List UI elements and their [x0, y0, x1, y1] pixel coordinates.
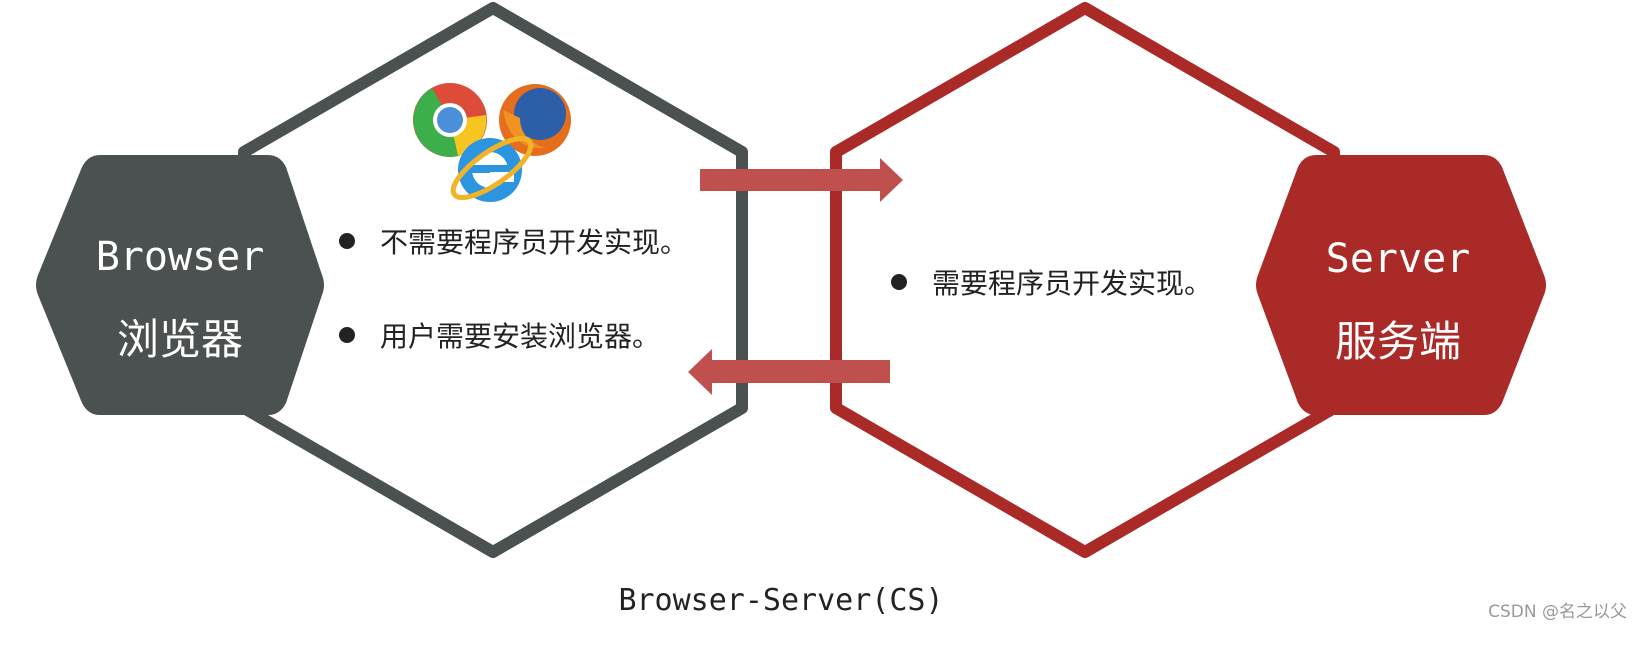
browser-hexagon-outline — [238, 2, 748, 558]
bullet-dot — [339, 233, 355, 249]
response-arrow-icon — [688, 349, 890, 395]
bullet-dot — [891, 274, 907, 290]
browser-label-hexagon — [36, 155, 324, 415]
server-title-cn: 服务端 — [1335, 317, 1461, 366]
server-title-en: Server — [1326, 236, 1471, 282]
browser-title-cn: 浏览器 — [117, 315, 243, 364]
bullet-dot — [339, 327, 355, 343]
diagram-caption: Browser-Server(CS) — [618, 583, 943, 618]
browser-title-en: Browser — [96, 234, 265, 280]
watermark: CSDN @名之以父 — [1488, 602, 1627, 622]
request-arrow-icon — [700, 158, 903, 202]
server-label-hexagon — [1256, 155, 1546, 415]
chrome-icon — [413, 83, 487, 157]
server-bullet-1: 需要程序员开发实现。 — [932, 267, 1212, 300]
server-hexagon-outline — [830, 2, 1340, 558]
internet-explorer-icon — [450, 136, 534, 202]
browser-bullet-2: 用户需要安装浏览器。 — [380, 320, 660, 353]
browser-bullet-1: 不需要程序员开发实现。 — [380, 226, 688, 259]
